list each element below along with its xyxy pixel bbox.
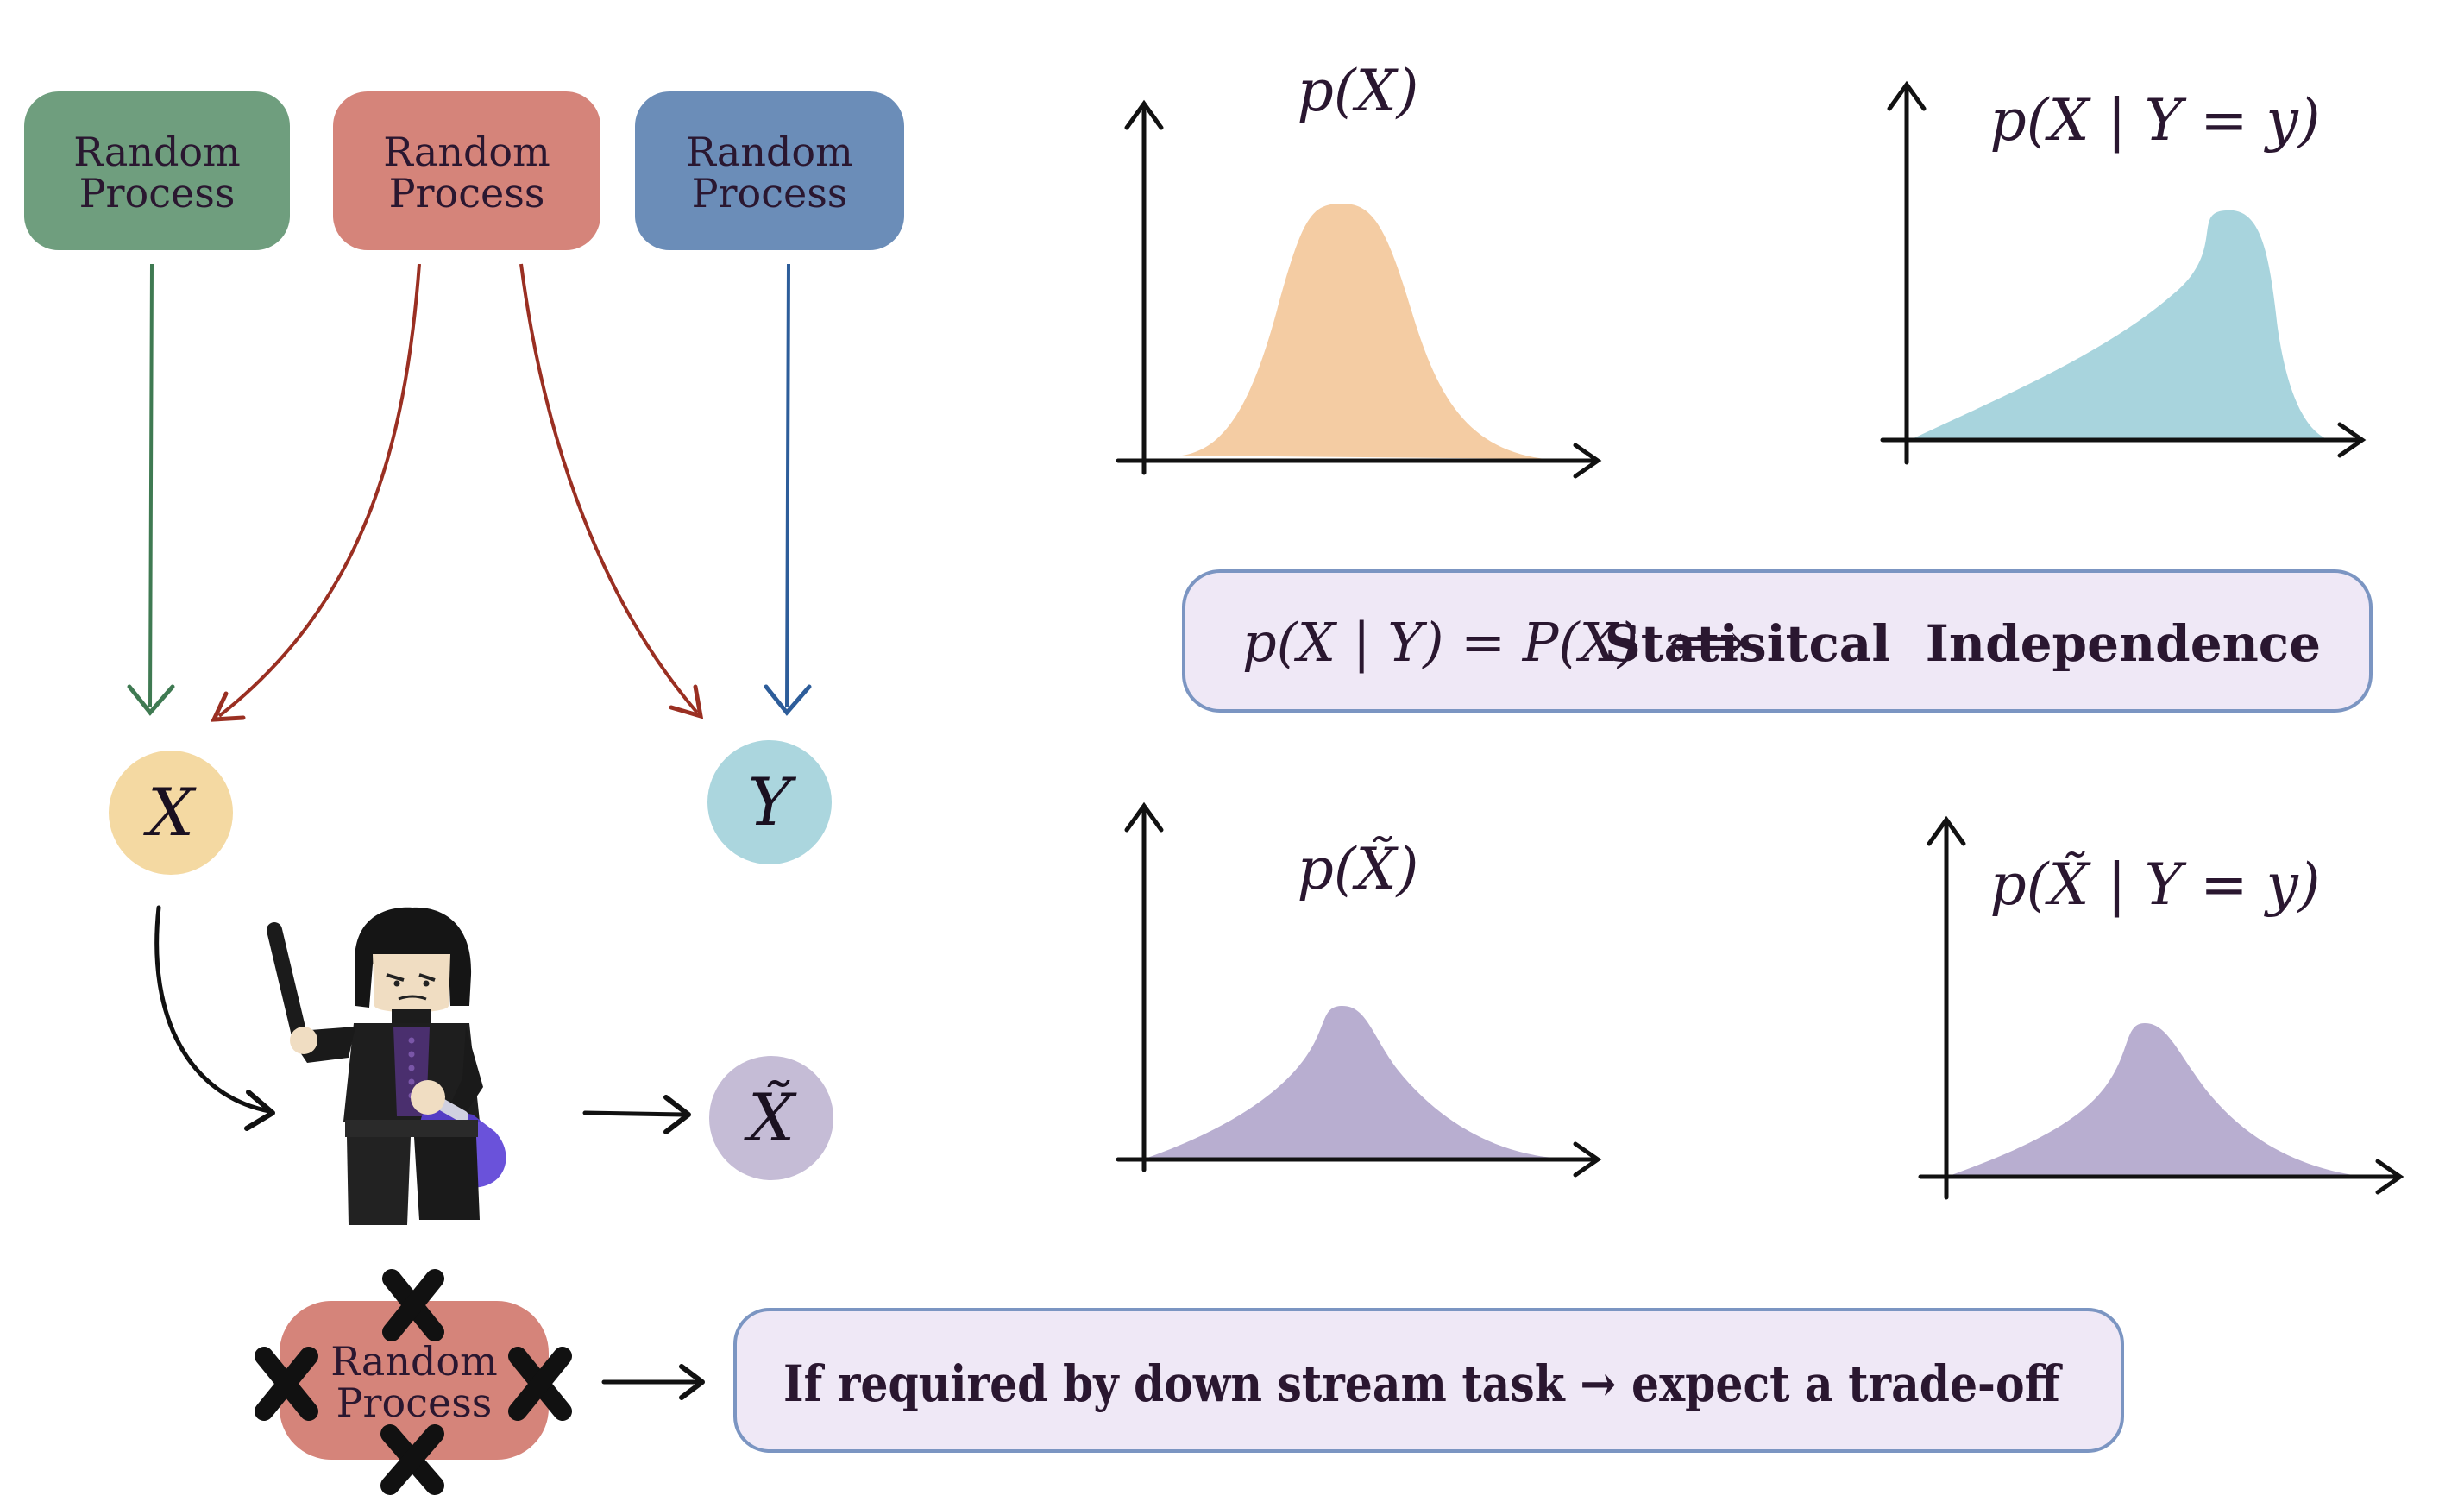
- node-y-circle: [707, 740, 832, 864]
- arrow-to-tradeoff: [601, 1364, 705, 1400]
- crossed-box-line2: Process: [336, 1379, 493, 1426]
- iff-symbol: ⟺: [1669, 611, 1745, 674]
- arrow-x-to-figure: [154, 905, 275, 1131]
- box-blue-line1: Random: [686, 129, 853, 175]
- box-blue-bg: [635, 91, 904, 250]
- box-green-line2: Process: [79, 170, 236, 217]
- independence-label: Statisitcal Independence: [1605, 614, 2321, 673]
- random-process-box-green: Random Process: [24, 91, 290, 250]
- box-red-bg: [333, 91, 600, 250]
- independence-formula: p(X | Y) = P(X): [1242, 611, 1638, 674]
- tradeoff-text: If required by down stream task → expect…: [783, 1354, 2063, 1413]
- plot-p-x-tilde-given-y-title: p(X̃ | Y = y): [1989, 851, 2320, 918]
- node-x-circle: [109, 751, 233, 875]
- cross-mark-icon: [255, 1347, 318, 1421]
- figure-face: [373, 954, 450, 1013]
- arrow-green-to-x: [127, 263, 175, 716]
- wizard-minifigure: [267, 907, 506, 1225]
- random-process-box-blue: Random Process: [635, 91, 904, 250]
- plot-p-x-tilde-density: [1147, 1006, 1553, 1158]
- node-x-tilde-circle: [709, 1056, 833, 1180]
- crossed-box-line1: Random: [330, 1338, 498, 1385]
- node-y: Y: [707, 740, 832, 864]
- node-x-label: X: [143, 774, 197, 851]
- plot-p-x-density: [1182, 204, 1544, 459]
- tradeoff-banner-bg: [733, 1308, 2124, 1453]
- plot-p-x-title: p(X): [1298, 58, 1419, 124]
- crossed-box-bg: [280, 1301, 549, 1460]
- node-x-tilde-label: X̃: [744, 1078, 797, 1156]
- plot-p-x-tilde-title: p(X̃): [1298, 836, 1419, 902]
- box-red-line1: Random: [383, 129, 550, 175]
- plot-p-x-given-y-density: [1914, 210, 2329, 441]
- independence-banner: p(X | Y) = P(X) ⟺ Statisitcal Independen…: [1182, 569, 2373, 713]
- arrow-red-to-x: [210, 263, 421, 722]
- cross-mark-icon: [508, 1347, 572, 1421]
- plot-p-x-given-y-title: p(X | Y = y): [1989, 87, 2320, 154]
- plot-p-x-tilde-given-y-density: [1952, 1023, 2364, 1177]
- box-green-bg: [24, 91, 290, 250]
- wand: [267, 922, 308, 1046]
- independence-banner-bg: [1182, 569, 2373, 713]
- cross-mark-icon: [382, 1269, 444, 1341]
- arrow-figure-to-x-tilde: [582, 1095, 691, 1134]
- box-green-line1: Random: [73, 129, 241, 175]
- plot-p-x-given-y: p(X | Y = y): [1880, 80, 2367, 465]
- box-red-line2: Process: [389, 170, 545, 217]
- crossed-random-process-box: Random Process: [255, 1269, 572, 1495]
- plot-p-x-tilde-given-y: p(X̃ | Y = y): [1918, 815, 2404, 1200]
- node-x-tilde: X̃: [709, 1056, 833, 1180]
- arrow-blue-to-y: [764, 263, 812, 716]
- arrow-red-to-y: [519, 263, 704, 719]
- cross-mark-icon: [380, 1424, 444, 1495]
- figure-legs: [347, 1137, 411, 1225]
- random-process-box-red: Random Process: [333, 91, 600, 250]
- node-x: X: [109, 751, 233, 875]
- plot-p-x: p(X): [1116, 58, 1602, 479]
- tradeoff-banner: If required by down stream task → expect…: [733, 1308, 2124, 1453]
- node-y-label: Y: [748, 763, 797, 840]
- plot-p-x-tilde: p(X̃): [1116, 801, 1602, 1178]
- box-blue-line2: Process: [692, 170, 848, 217]
